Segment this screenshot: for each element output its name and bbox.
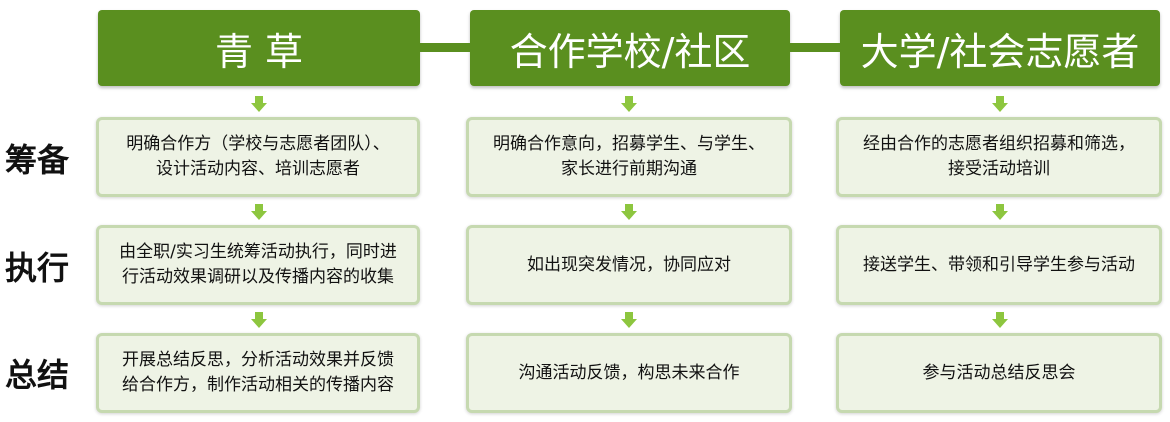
cell-line: 家长进行前期沟通 — [561, 159, 697, 179]
down-arrow-icon — [251, 96, 267, 112]
header-volunteers: 大学/社会志愿者 — [840, 10, 1160, 86]
cell-volunteer-prepare: 经由合作的志愿者组织招募和筛选， 接受活动培训 — [836, 117, 1162, 197]
cell-line: 参与活动总结反思会 — [922, 362, 1076, 383]
cell-school-summary: 沟通活动反馈，构思未来合作 — [466, 333, 792, 413]
cell-line: 经由合作的志愿者组织招募和筛选， — [863, 134, 1135, 154]
row-label-prepare: 筹备 — [5, 141, 70, 179]
down-arrow-icon — [621, 96, 637, 112]
cell-volunteer-execute: 接送学生、带领和引导学生参与活动 — [836, 225, 1162, 305]
cell-volunteer-summary: 参与活动总结反思会 — [836, 333, 1162, 413]
cell-line: 开展总结反思，分析活动效果并反馈 — [122, 350, 394, 370]
header-connector-2 — [790, 43, 840, 52]
cell-line: 明确合作方（学校与志愿者团队）、 — [126, 134, 390, 154]
header-qingcao: 青 草 — [98, 10, 420, 86]
cell-line: 接送学生、带领和引导学生参与活动 — [863, 254, 1135, 275]
down-arrow-icon — [251, 204, 267, 220]
cell-line: 如出现突发情况，协同应对 — [527, 254, 731, 275]
header-connector-1 — [420, 43, 470, 52]
header-partner-school: 合作学校/社区 — [470, 10, 790, 86]
cell-qingcao-execute: 由全职/实习生统筹活动执行，同时进行活动效果调研以及传播内容的收集 — [96, 225, 420, 305]
cell-qingcao-prepare: 明确合作方（学校与志愿者团队）、设计活动内容、培训志愿者 — [96, 117, 420, 197]
cell-line: 沟通活动反馈，构思未来合作 — [518, 362, 740, 383]
row-label-execute: 执行 — [5, 249, 70, 287]
cell-qingcao-summary: 开展总结反思，分析活动效果并反馈给合作方，制作活动相关的传播内容 — [96, 333, 420, 413]
down-arrow-icon — [251, 312, 267, 328]
cell-line: 设计活动内容、培训志愿者 — [156, 159, 360, 179]
cell-line: 行活动效果调研以及传播内容的收集 — [121, 267, 394, 287]
cell-line: 接受活动培训 — [948, 159, 1050, 179]
cell-line: 给合作方，制作活动相关的传播内容 — [122, 375, 394, 395]
row-label-summary: 总结 — [5, 356, 70, 394]
down-arrow-icon — [992, 204, 1008, 220]
down-arrow-icon — [992, 312, 1008, 328]
cell-line: 明确合作意向，招募学生、与学生、 — [493, 134, 765, 154]
cell-school-execute: 如出现突发情况，协同应对 — [466, 225, 792, 305]
down-arrow-icon — [621, 312, 637, 328]
cell-school-prepare: 明确合作意向，招募学生、与学生、家长进行前期沟通 — [466, 117, 792, 197]
down-arrow-icon — [992, 96, 1008, 112]
cell-line: 由全职/实习生统筹活动执行，同时进 — [119, 242, 397, 262]
down-arrow-icon — [621, 204, 637, 220]
